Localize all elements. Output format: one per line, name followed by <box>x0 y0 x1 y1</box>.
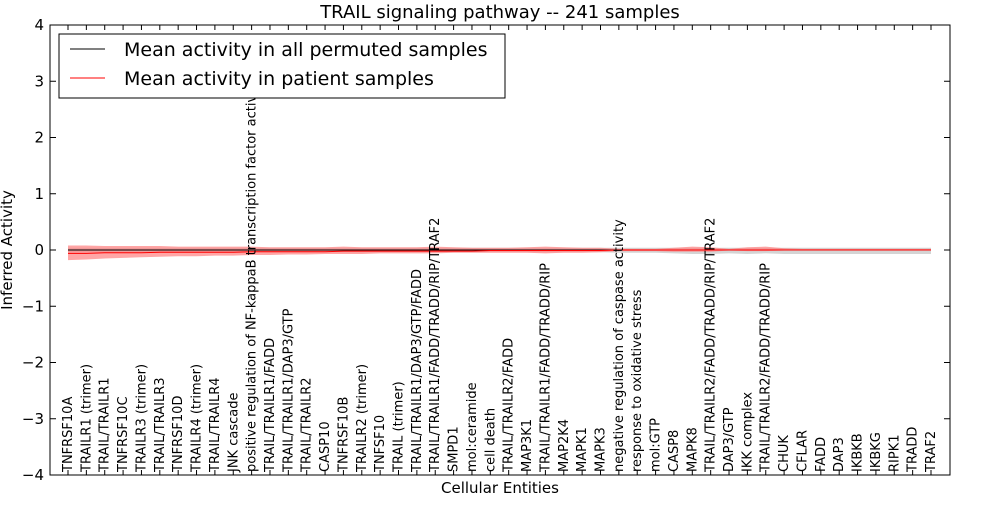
category-label: TRAIL/TRAILR2/FADD <box>502 338 517 473</box>
category-label: TRAIL/TRAILR1/FADD/TRADD/RIP <box>538 263 553 473</box>
category-label: mol:GTP <box>649 418 664 472</box>
category-label: cell death <box>483 408 498 472</box>
category-label: TRAIL/TRAILR1/FADD/TRADD/RIP/TRAF2 <box>428 218 443 473</box>
y-tick-label: −4 <box>22 466 44 484</box>
category-label: TRAIL/TRAILR2 <box>300 377 315 473</box>
category-label: JNK cascade <box>226 393 241 473</box>
category-label: TRAIL/TRAILR3 <box>153 377 168 473</box>
y-tick-label: 1 <box>34 185 44 203</box>
category-label: positive regulation of NF-kappaB transcr… <box>245 78 260 472</box>
category-label: TRAILR4 (trimer) <box>190 364 205 473</box>
category-label: TRAIL/TRAILR4 <box>208 377 223 473</box>
category-label: TRAIL/TRAILR2/FADD/TRADD/RIP <box>759 263 774 473</box>
line-series-1 <box>68 249 931 254</box>
category-label: CHUK <box>777 435 792 472</box>
y-axis-label: Inferred Activity <box>0 190 16 310</box>
category-label: TRAIL/TRAILR1 <box>98 377 113 473</box>
category-label: IKK complex <box>740 392 755 472</box>
category-label: TRAILR3 (trimer) <box>134 364 149 473</box>
category-label: MAPK8 <box>685 427 700 472</box>
y-tick-label: −1 <box>22 297 44 315</box>
category-label: DAP3 <box>832 437 847 472</box>
category-label: IKBKG <box>869 432 884 472</box>
category-label: TNFRSF10A <box>61 397 76 473</box>
y-tick-label: 2 <box>34 129 44 147</box>
category-label: MAP2K4 <box>557 419 572 472</box>
category-label: TNFRSF10D <box>171 396 186 473</box>
y-tick-label: −3 <box>22 410 44 428</box>
category-label: TNFSF10 <box>373 415 388 473</box>
category-label: CASP10 <box>318 421 333 472</box>
category-label: TRAIL/TRAILR1/DAP3/GTP <box>281 308 296 473</box>
y-tick-label: 4 <box>34 16 44 34</box>
legend-box <box>58 33 506 99</box>
category-label: TRAIL (trimer) <box>392 381 407 473</box>
category-label: FADD <box>814 437 829 472</box>
category-label: MAPK3 <box>593 427 608 472</box>
category-label: TNFRSF10B <box>336 397 351 473</box>
category-label: CFLAR <box>795 430 810 472</box>
y-tick-label: 3 <box>34 72 44 90</box>
series-lines <box>68 249 931 254</box>
category-label: IKBKB <box>851 433 866 472</box>
category-label: TRAILR1 (trimer) <box>79 364 94 473</box>
y-tick-label: −2 <box>22 354 44 372</box>
category-label: TRAIL/TRAILR1/DAP3/GTP/FADD <box>410 269 425 473</box>
category-label: DAP3/GTP <box>722 407 737 472</box>
legend-label-permuted: Mean activity in all permuted samples <box>124 39 487 61</box>
legend-label-patient: Mean activity in patient samples <box>124 68 434 90</box>
x-axis-label: Cellular Entities <box>441 479 559 497</box>
category-label: MAPK1 <box>575 427 590 472</box>
category-label: mol:ceramide <box>465 382 480 472</box>
category-label: CASP8 <box>667 430 682 472</box>
category-label: TNFRSF10C <box>116 396 131 473</box>
chart-title: TRAIL signaling pathway -- 241 samples <box>319 2 680 23</box>
band-series-1 <box>68 245 931 261</box>
legend: Mean activity in all permuted samples Me… <box>58 33 506 99</box>
y-tick-label: 0 <box>34 241 44 259</box>
category-label: RIPK1 <box>887 434 902 472</box>
category-label: SMPD1 <box>447 426 462 472</box>
category-label: TRAF2 <box>924 431 939 473</box>
category-label: TRAIL/TRAILR1/FADD <box>263 338 278 473</box>
category-label: response to oxidative stress <box>630 289 645 472</box>
category-label: MAP3K1 <box>520 419 535 472</box>
x-axis <box>67 25 932 475</box>
category-label: TRAIL/TRAILR2/FADD/TRADD/RIP/TRAF2 <box>704 218 719 473</box>
category-label: negative regulation of caspase activity <box>612 219 627 472</box>
category-label: TRADD <box>906 427 921 473</box>
category-label: TRAILR2 (trimer) <box>355 364 370 473</box>
y-axis: −4 −3 −2 −1 0 1 2 3 4 <box>22 16 950 484</box>
